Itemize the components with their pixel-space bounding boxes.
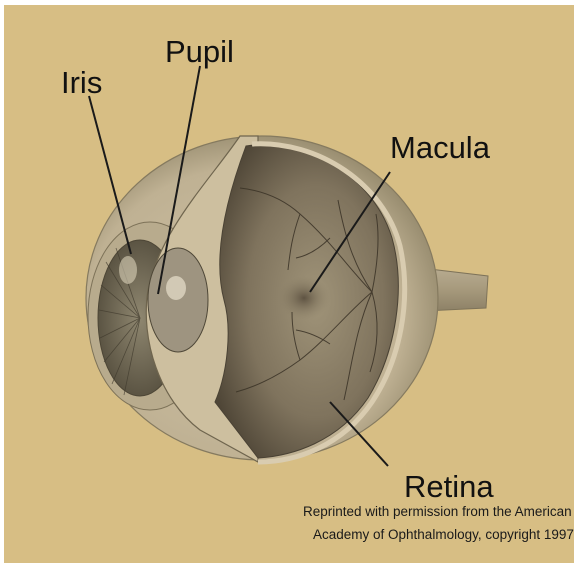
macula-spot — [278, 276, 330, 320]
pupil-label: Pupil — [165, 36, 234, 67]
lens — [148, 248, 208, 352]
credit-line-2: Academy of Ophthalmology, copyright 1997 — [313, 528, 574, 542]
credit-line-1: Reprinted with permission from the Ameri… — [303, 505, 572, 519]
iris-label: Iris — [61, 67, 102, 98]
macula-label: Macula — [390, 132, 490, 163]
retina-label: Retina — [404, 471, 494, 502]
